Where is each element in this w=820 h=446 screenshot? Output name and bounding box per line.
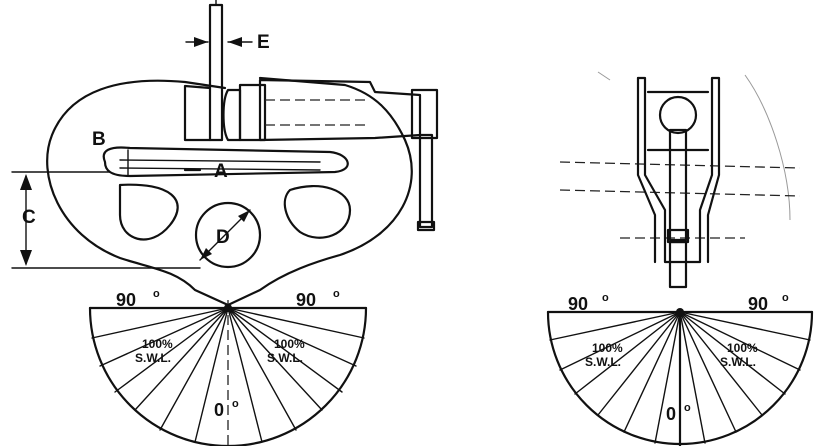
label-b: B	[92, 129, 106, 150]
side-degree-bottom: o	[232, 398, 239, 410]
label-c: C	[22, 207, 36, 228]
label-a: A	[214, 161, 228, 182]
front-right-capacity-unit: S.W.L.	[720, 355, 756, 369]
label-d: D	[216, 227, 230, 248]
side-view: E B A C D 90 o 90 o 0 o 100% S.W.L. 100%…	[11, 0, 439, 446]
front-left-capacity-unit: S.W.L.	[585, 355, 621, 369]
front-left-capacity-pct: 100%	[592, 341, 623, 355]
front-angle-bottom: 0	[666, 404, 676, 424]
protractor-front	[546, 308, 814, 446]
screw-handle	[222, 78, 439, 232]
label-e: E	[257, 32, 270, 53]
protractor-side	[88, 300, 368, 446]
clamp-body	[46, 76, 413, 307]
front-right-capacity-pct: 100%	[727, 341, 758, 355]
front-degree-left: o	[602, 292, 609, 304]
dimension-e-arrows	[185, 37, 253, 47]
side-angle-left: 90	[116, 290, 136, 310]
cam-arm	[102, 146, 349, 178]
front-degree-bottom: o	[684, 402, 691, 414]
plate	[208, 0, 224, 142]
front-view: 90 o 90 o 0 o 100% S.W.L. 100% S.W.L.	[546, 71, 814, 446]
front-frame	[636, 76, 721, 289]
dimension-c	[11, 171, 201, 269]
side-angle-bottom: 0	[214, 400, 224, 420]
front-angle-left: 90	[568, 294, 588, 314]
side-left-capacity-pct: 100%	[142, 337, 173, 351]
front-degree-right: o	[782, 292, 789, 304]
hole-d	[194, 201, 262, 269]
side-right-capacity-pct: 100%	[274, 337, 305, 351]
side-left-capacity-unit: S.W.L.	[135, 351, 171, 365]
side-angle-right: 90	[296, 290, 316, 310]
front-construction-lines	[559, 71, 801, 239]
side-right-capacity-unit: S.W.L.	[267, 351, 303, 365]
side-degree-right: o	[333, 288, 340, 300]
side-degree-left: o	[153, 288, 160, 300]
front-angle-right: 90	[748, 294, 768, 314]
